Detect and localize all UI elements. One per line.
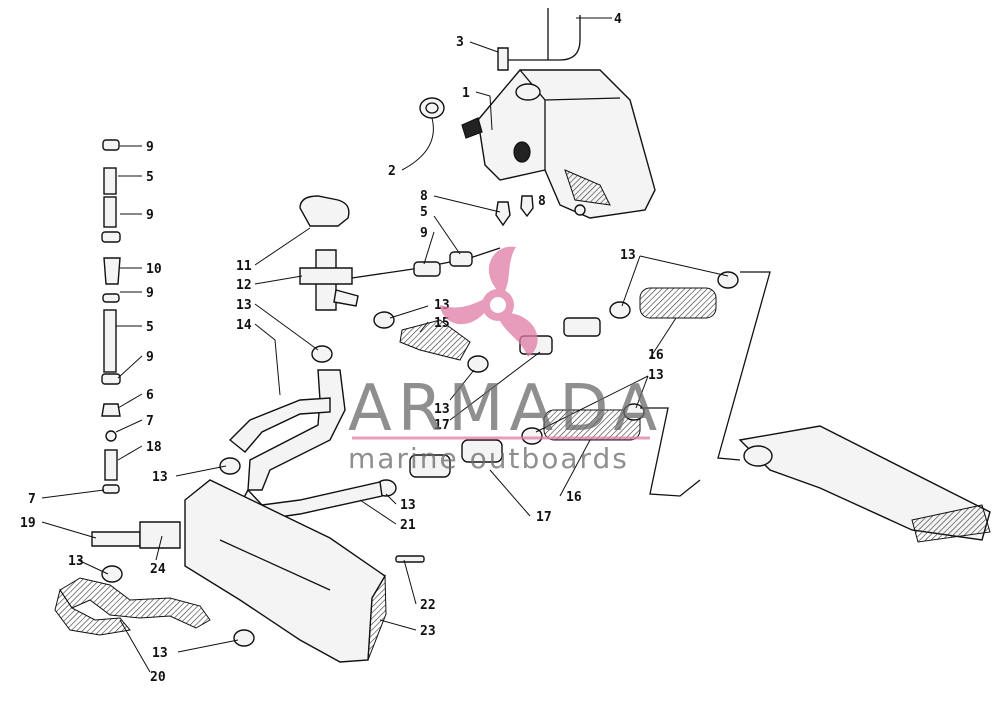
callout-13g: 13: [434, 402, 450, 417]
callout-9c: 9: [146, 286, 154, 301]
oil-tank: [477, 69, 656, 219]
callout-labels: 1 2 3 4 9 5 9 10 9 5 9 6 7 18 7 19 13 13…: [20, 12, 664, 685]
heat-exchanger-left: [184, 479, 387, 663]
filler-cap: [419, 97, 445, 119]
fuel-inlet-fitting: [91, 531, 141, 547]
callout-5a: 5: [146, 170, 154, 185]
hose-right: [639, 287, 717, 319]
callout-8a: 8: [420, 189, 428, 204]
callout-3: 3: [456, 35, 464, 50]
leader-lines: [41, 17, 729, 673]
oil-tank-neck: [461, 117, 483, 139]
callout-9d: 9: [146, 350, 154, 365]
callout-5c: 5: [420, 205, 428, 220]
fuel-line-stack: [101, 139, 121, 494]
callout-19: 19: [20, 516, 36, 531]
tube-connector-22: [395, 555, 425, 563]
callout-5b: 5: [146, 320, 154, 335]
callout-20: 20: [150, 670, 166, 685]
callout-2: 2: [388, 164, 396, 179]
fuel-tee: [139, 521, 181, 549]
watermark: ARMADA marine outboards: [348, 246, 663, 475]
callout-24: 24: [150, 562, 166, 577]
watermark-brand: ARMADA: [348, 372, 663, 446]
callout-13e: 13: [236, 298, 252, 313]
callout-18: 18: [146, 440, 162, 455]
callout-10: 10: [146, 262, 162, 277]
bypass-hose: [399, 319, 471, 361]
callout-9a: 9: [146, 140, 154, 155]
callout-13h: 13: [620, 248, 636, 263]
lower-right-hoses: [409, 409, 641, 478]
callout-21: 21: [400, 518, 416, 533]
callout-7a: 7: [146, 414, 154, 429]
heat-exchanger-right: [738, 425, 991, 543]
callout-13i: 13: [648, 368, 664, 383]
callout-13d: 13: [400, 498, 416, 513]
watermark-tagline: marine outboards: [348, 442, 629, 475]
callout-12: 12: [236, 278, 252, 293]
bent-hose-14: [228, 369, 346, 491]
callout-9e: 9: [420, 226, 428, 241]
callout-9b: 9: [146, 208, 154, 223]
callout-22: 22: [420, 598, 436, 613]
callout-14: 14: [236, 318, 252, 333]
callout-13c: 13: [152, 470, 168, 485]
vent-fitting: [497, 47, 509, 71]
callout-1: 1: [462, 86, 470, 101]
callout-13b: 13: [152, 646, 168, 661]
callout-4: 4: [614, 12, 622, 27]
callout-15: 15: [434, 316, 450, 331]
callout-23: 23: [420, 624, 436, 639]
callout-6: 6: [146, 388, 154, 403]
callout-17a: 17: [434, 418, 450, 433]
tank-outlet-fittings: [495, 195, 534, 227]
callout-13a: 13: [68, 554, 84, 569]
callout-17b: 17: [536, 510, 552, 525]
callout-16b: 16: [566, 490, 582, 505]
callout-11: 11: [236, 259, 252, 274]
vent-hose: [508, 8, 581, 61]
callout-8b: 8: [538, 194, 546, 209]
bent-hose-20: [54, 577, 211, 636]
propeller-logo-icon: [440, 246, 538, 357]
callout-16a: 16: [648, 348, 664, 363]
tee-fitting: [299, 249, 359, 311]
pump-cap: [299, 195, 350, 227]
clamps: [101, 271, 739, 647]
callout-7b: 7: [28, 492, 36, 507]
hose-line-top: [351, 247, 501, 279]
